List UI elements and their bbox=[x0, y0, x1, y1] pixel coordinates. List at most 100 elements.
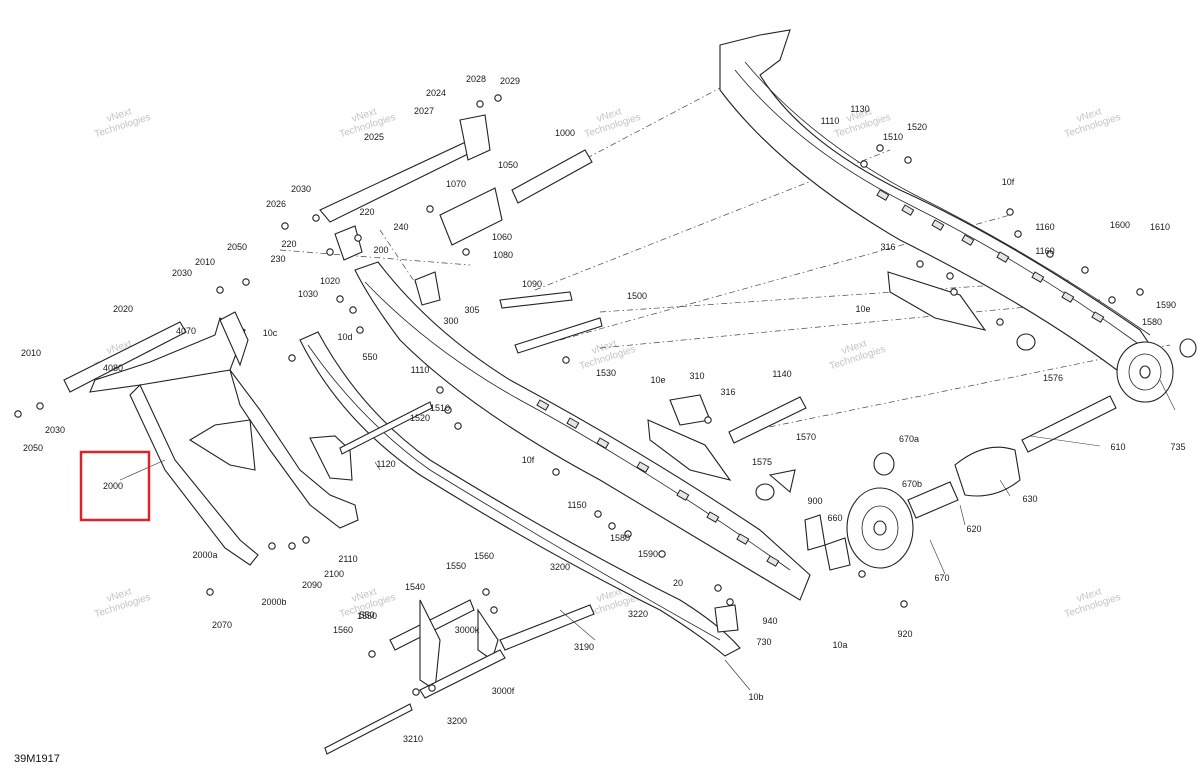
part-label: 4080 bbox=[103, 363, 123, 373]
part-label: 2000b bbox=[261, 597, 286, 607]
bolt-head bbox=[552, 468, 560, 476]
rail-hole bbox=[1061, 291, 1075, 303]
part-label: 240 bbox=[393, 222, 408, 232]
part-label: 550 bbox=[359, 610, 374, 620]
part-label: 1030 bbox=[298, 289, 318, 299]
part-label: 1610 bbox=[1150, 222, 1170, 232]
part-label: 1576 bbox=[1043, 373, 1063, 383]
bolt-head bbox=[714, 584, 722, 592]
part-label: 1000 bbox=[555, 128, 575, 138]
bolt-head bbox=[426, 205, 434, 213]
part-label: 1140 bbox=[772, 369, 791, 379]
bolt-head bbox=[444, 406, 452, 414]
part-label: 3220 bbox=[628, 609, 648, 619]
bolt-head bbox=[900, 600, 908, 608]
part-label: 1560 bbox=[474, 551, 494, 561]
bolt-head bbox=[14, 410, 22, 418]
part-label: 1130 bbox=[850, 104, 869, 114]
bolt-head bbox=[946, 272, 954, 280]
wheels bbox=[755, 333, 1197, 569]
part-label: 735 bbox=[1170, 442, 1185, 452]
part-label: 1160 bbox=[1035, 222, 1054, 232]
bolt-head bbox=[368, 650, 376, 658]
part-label: 1575 bbox=[752, 457, 772, 467]
part-label: 1020 bbox=[320, 276, 340, 286]
part-label: 1580 bbox=[1142, 317, 1162, 327]
part-label: 300 bbox=[443, 316, 458, 326]
part-label: 10f bbox=[522, 455, 535, 465]
bolt-head bbox=[482, 588, 490, 596]
rail-hole bbox=[636, 461, 650, 473]
part-label: 3200 bbox=[550, 562, 570, 572]
diagram-code: 39M1917 bbox=[14, 753, 60, 765]
part-label: 3210 bbox=[403, 734, 423, 744]
part-label: 316 bbox=[720, 387, 735, 397]
part-label: 310 bbox=[689, 371, 704, 381]
rail-hole bbox=[1031, 271, 1045, 283]
bolt-head bbox=[349, 306, 357, 314]
part-label: 2010 bbox=[21, 348, 41, 358]
part-label: 2030 bbox=[291, 184, 311, 194]
part-label: 1110 bbox=[821, 116, 840, 126]
bolt-head bbox=[726, 598, 734, 606]
bolt-head bbox=[428, 684, 436, 692]
part-label: 2110 bbox=[338, 554, 357, 564]
part-label: 220 bbox=[359, 207, 374, 217]
bolt-head bbox=[216, 286, 224, 294]
bolt-head bbox=[281, 222, 289, 230]
rail-hole bbox=[596, 437, 610, 449]
bolt-head bbox=[594, 510, 602, 518]
part-label: 2024 bbox=[426, 88, 446, 98]
part-label: 200 bbox=[373, 245, 388, 255]
bolt-head bbox=[288, 354, 296, 362]
part-label: 10c bbox=[263, 328, 278, 338]
part-label: 670b bbox=[902, 479, 922, 489]
rail-hole bbox=[766, 555, 780, 567]
part-label: 2090 bbox=[302, 580, 322, 590]
part-label: 220 bbox=[281, 239, 296, 249]
slide-rail bbox=[299, 331, 741, 657]
watermark-text: vNextTechnologies bbox=[90, 101, 152, 140]
bolt-head bbox=[462, 248, 470, 256]
part-label: 550 bbox=[362, 352, 377, 362]
part-label: 2026 bbox=[266, 199, 286, 209]
bolt-head bbox=[1108, 296, 1116, 304]
part-label: 10e bbox=[650, 375, 665, 385]
part-label: 660 bbox=[827, 513, 842, 523]
left-rail bbox=[354, 261, 811, 601]
part-label: 3000k bbox=[455, 625, 480, 635]
part-label: 1090 bbox=[522, 279, 542, 289]
part-label: 620 bbox=[966, 524, 981, 534]
part-label: 1540 bbox=[405, 582, 425, 592]
bolt-head bbox=[608, 522, 616, 530]
part-label: 316 bbox=[880, 242, 895, 252]
bolt-head bbox=[288, 542, 296, 550]
watermark-text: vNextTechnologies bbox=[825, 333, 887, 372]
part-label: 1150 bbox=[567, 500, 586, 510]
part-label: 2027 bbox=[414, 106, 434, 116]
part-label: 10d bbox=[337, 332, 352, 342]
part-label: 1050 bbox=[498, 160, 518, 170]
part-label: 1060 bbox=[492, 232, 512, 242]
bolt-head bbox=[704, 416, 712, 424]
bolt-head bbox=[876, 144, 884, 152]
rail-hole bbox=[566, 417, 580, 429]
part-label: 670a bbox=[899, 434, 919, 444]
bolt-head bbox=[950, 288, 958, 296]
bolt-head bbox=[996, 318, 1004, 326]
part-label: 2070 bbox=[212, 620, 232, 630]
bolt-head bbox=[476, 100, 484, 108]
part-label: 2010 bbox=[195, 257, 215, 267]
part-label: 1570 bbox=[796, 432, 816, 442]
part-label: 1550 bbox=[446, 561, 466, 571]
rail-hole bbox=[676, 489, 690, 501]
bolt-head bbox=[1081, 266, 1089, 274]
part-label: 1500 bbox=[627, 291, 647, 301]
part-label: 230 bbox=[270, 254, 285, 264]
part-label: 1520 bbox=[907, 122, 927, 132]
bolt-head bbox=[858, 570, 866, 578]
rail-hole bbox=[706, 511, 720, 523]
rail-hole bbox=[736, 533, 750, 545]
